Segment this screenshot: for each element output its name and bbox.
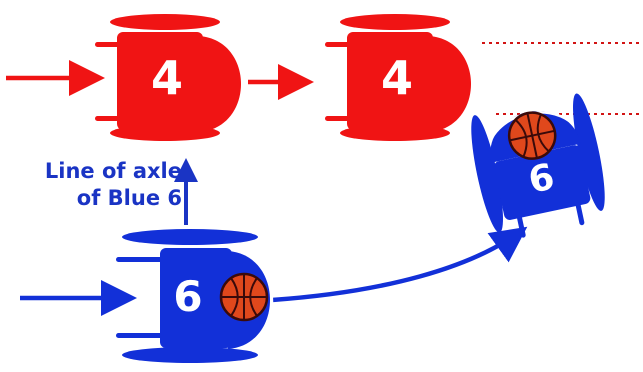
player-number: 4 [381, 51, 413, 105]
blue-path-arrow [271, 226, 528, 303]
wheelchair-icon: 4 [325, 14, 475, 141]
wheelchair-icon: 6 [116, 229, 274, 363]
axle-label: Line of axle of Blue 6 [10, 158, 182, 212]
basketball-icon [507, 111, 557, 160]
wheelchair-icon: 6 [471, 93, 605, 238]
basketball-icon [219, 272, 269, 322]
wheelchair-icon: 4 [95, 14, 245, 141]
axle-label-line1: Line of axle [44, 159, 182, 183]
player-number: 4 [151, 51, 183, 105]
axle-label-line2: of Blue 6 [76, 186, 182, 210]
player-number: 6 [173, 272, 202, 321]
